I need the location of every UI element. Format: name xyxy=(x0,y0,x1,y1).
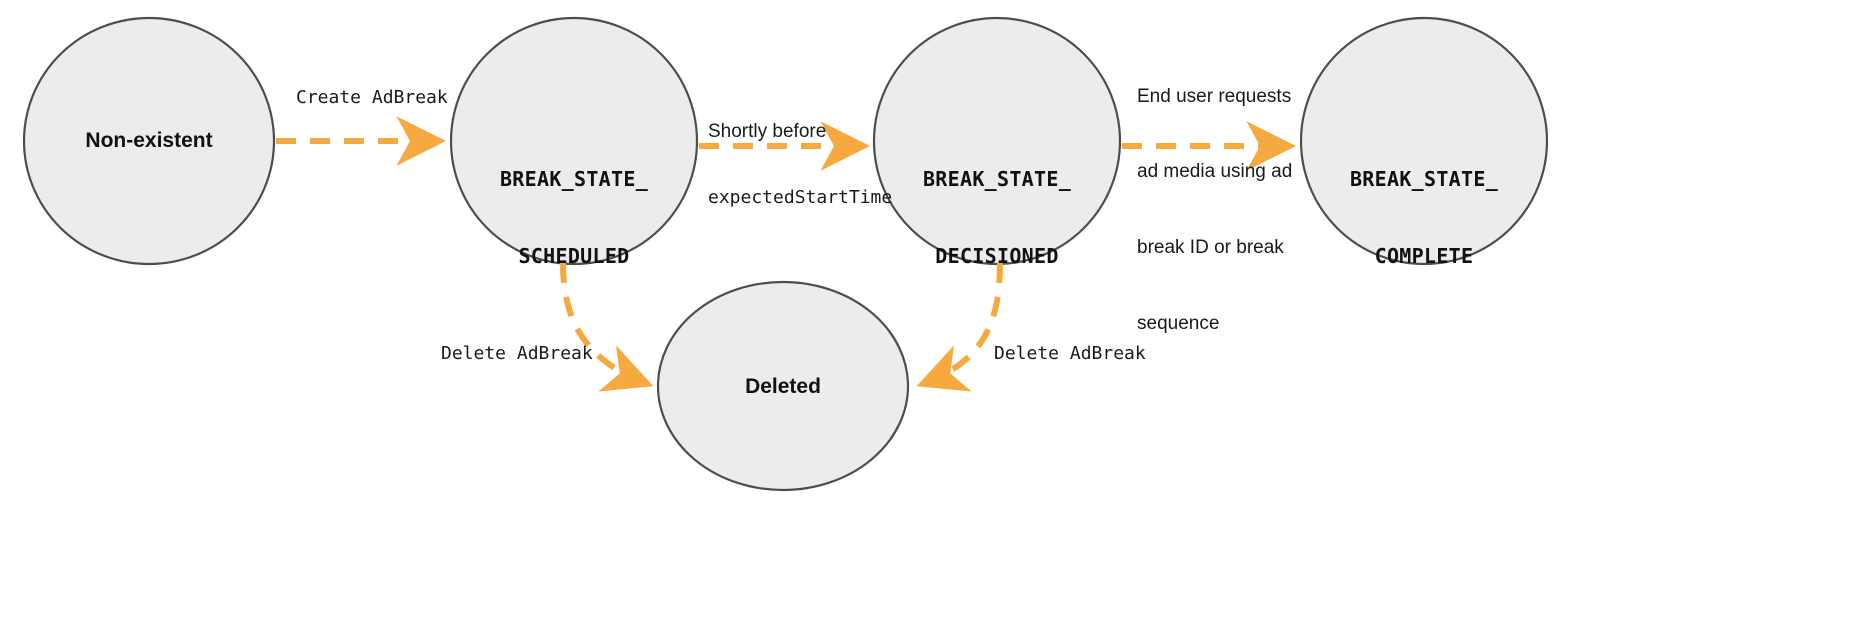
edge-label-create-adbreak: Create AdBreak xyxy=(296,87,448,108)
edge-label-line: sequence xyxy=(1137,312,1220,334)
edge-label-end-user-requests-ad-media: End user requests ad media using ad brea… xyxy=(1137,33,1292,387)
node-break-state-scheduled[interactable] xyxy=(449,16,699,266)
edge-label-line: End user requests xyxy=(1137,85,1292,107)
edge-label-line: break ID or break xyxy=(1137,237,1284,259)
edge-delete-adbreak-from-decisioned[interactable] xyxy=(916,262,1003,392)
edge-label-line: Shortly before xyxy=(708,120,827,142)
node-non-existent[interactable] xyxy=(22,16,276,266)
node-deleted[interactable] xyxy=(656,280,910,492)
edge-label-shortly-before-expected-start-time: Shortly before expectedStartTime xyxy=(708,76,892,253)
edge-label-delete-adbreak-from-scheduled: Delete AdBreak xyxy=(441,343,593,364)
edge-label-delete-adbreak-from-decisioned: Delete AdBreak xyxy=(994,343,1146,364)
edge-label-line: expectedStartTime xyxy=(708,187,893,209)
edge-delete-adbreak-from-scheduled[interactable] xyxy=(560,262,654,392)
edge-label-line: ad media using ad xyxy=(1137,161,1293,183)
node-break-state-complete[interactable] xyxy=(1299,16,1549,266)
node-break-state-decisioned[interactable] xyxy=(872,16,1122,266)
